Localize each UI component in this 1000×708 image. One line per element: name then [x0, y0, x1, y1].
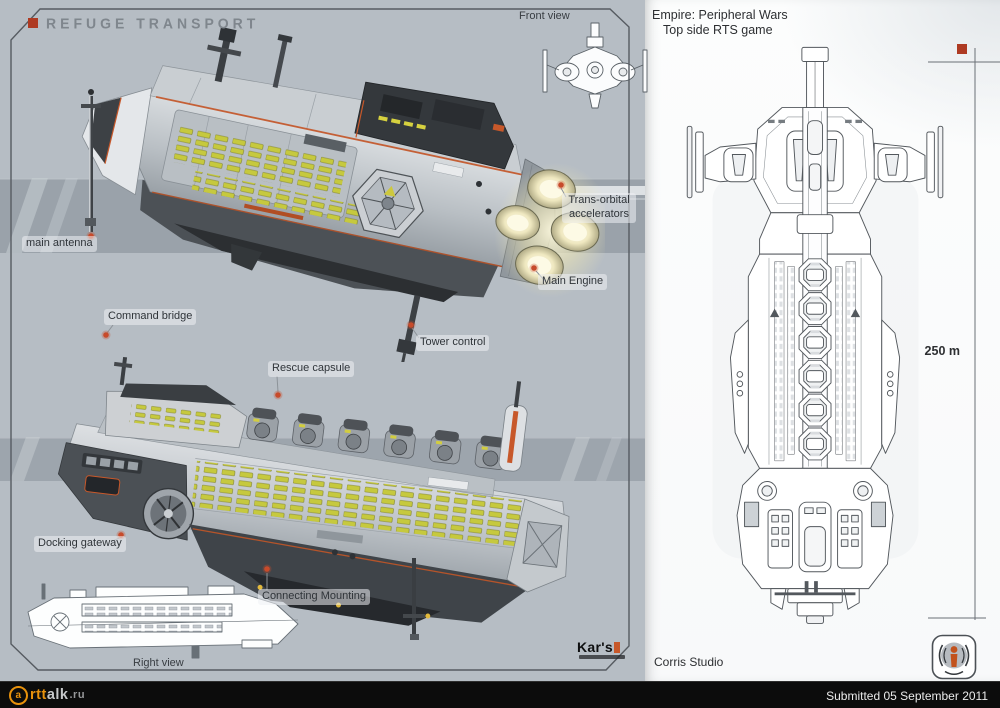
- front-view-lineart: [542, 22, 648, 109]
- title-accent-square: [28, 18, 38, 28]
- artist-signature: Kar's: [577, 639, 620, 655]
- callout-rescue-capsule: Rescue capsule: [268, 361, 355, 377]
- callout-connecting-mounting: Connecting Mounting: [258, 589, 370, 605]
- callout-tower-control: Tower control: [416, 335, 490, 351]
- studio-logo-icon: [931, 634, 977, 680]
- studio-credit: Corris Studio: [654, 655, 724, 669]
- callout-main-engine: Main Engine: [538, 274, 608, 290]
- spine-hatches: [798, 258, 832, 461]
- callout-command-bridge: Command bridge: [104, 309, 197, 325]
- game-title-line1: Empire: Peripheral Wars: [652, 8, 788, 22]
- site-logo-icon: a: [9, 686, 28, 705]
- callout-main-antenna: main antenna: [22, 236, 97, 252]
- callout-trans-orbital-accelerators: Trans-orbital accelerators: [562, 193, 636, 223]
- right-view-label: Right view: [133, 657, 184, 669]
- scale-label: 250 m: [924, 344, 960, 358]
- signature-accent: [613, 642, 620, 653]
- front-view-label: Front view: [519, 10, 570, 22]
- accent-square: [957, 44, 967, 54]
- callout-docking-gateway: Docking gateway: [34, 536, 126, 552]
- artist-signature-subtext: [579, 655, 625, 659]
- top-view-lineart: [686, 46, 944, 624]
- submitted-date: Submitted 05 September 2011: [826, 688, 988, 703]
- game-title-line2: Top side RTS game: [663, 23, 773, 37]
- sheet-title: REFUGE TRANSPORT: [28, 15, 259, 31]
- page-title: REFUGE TRANSPORT: [46, 14, 260, 32]
